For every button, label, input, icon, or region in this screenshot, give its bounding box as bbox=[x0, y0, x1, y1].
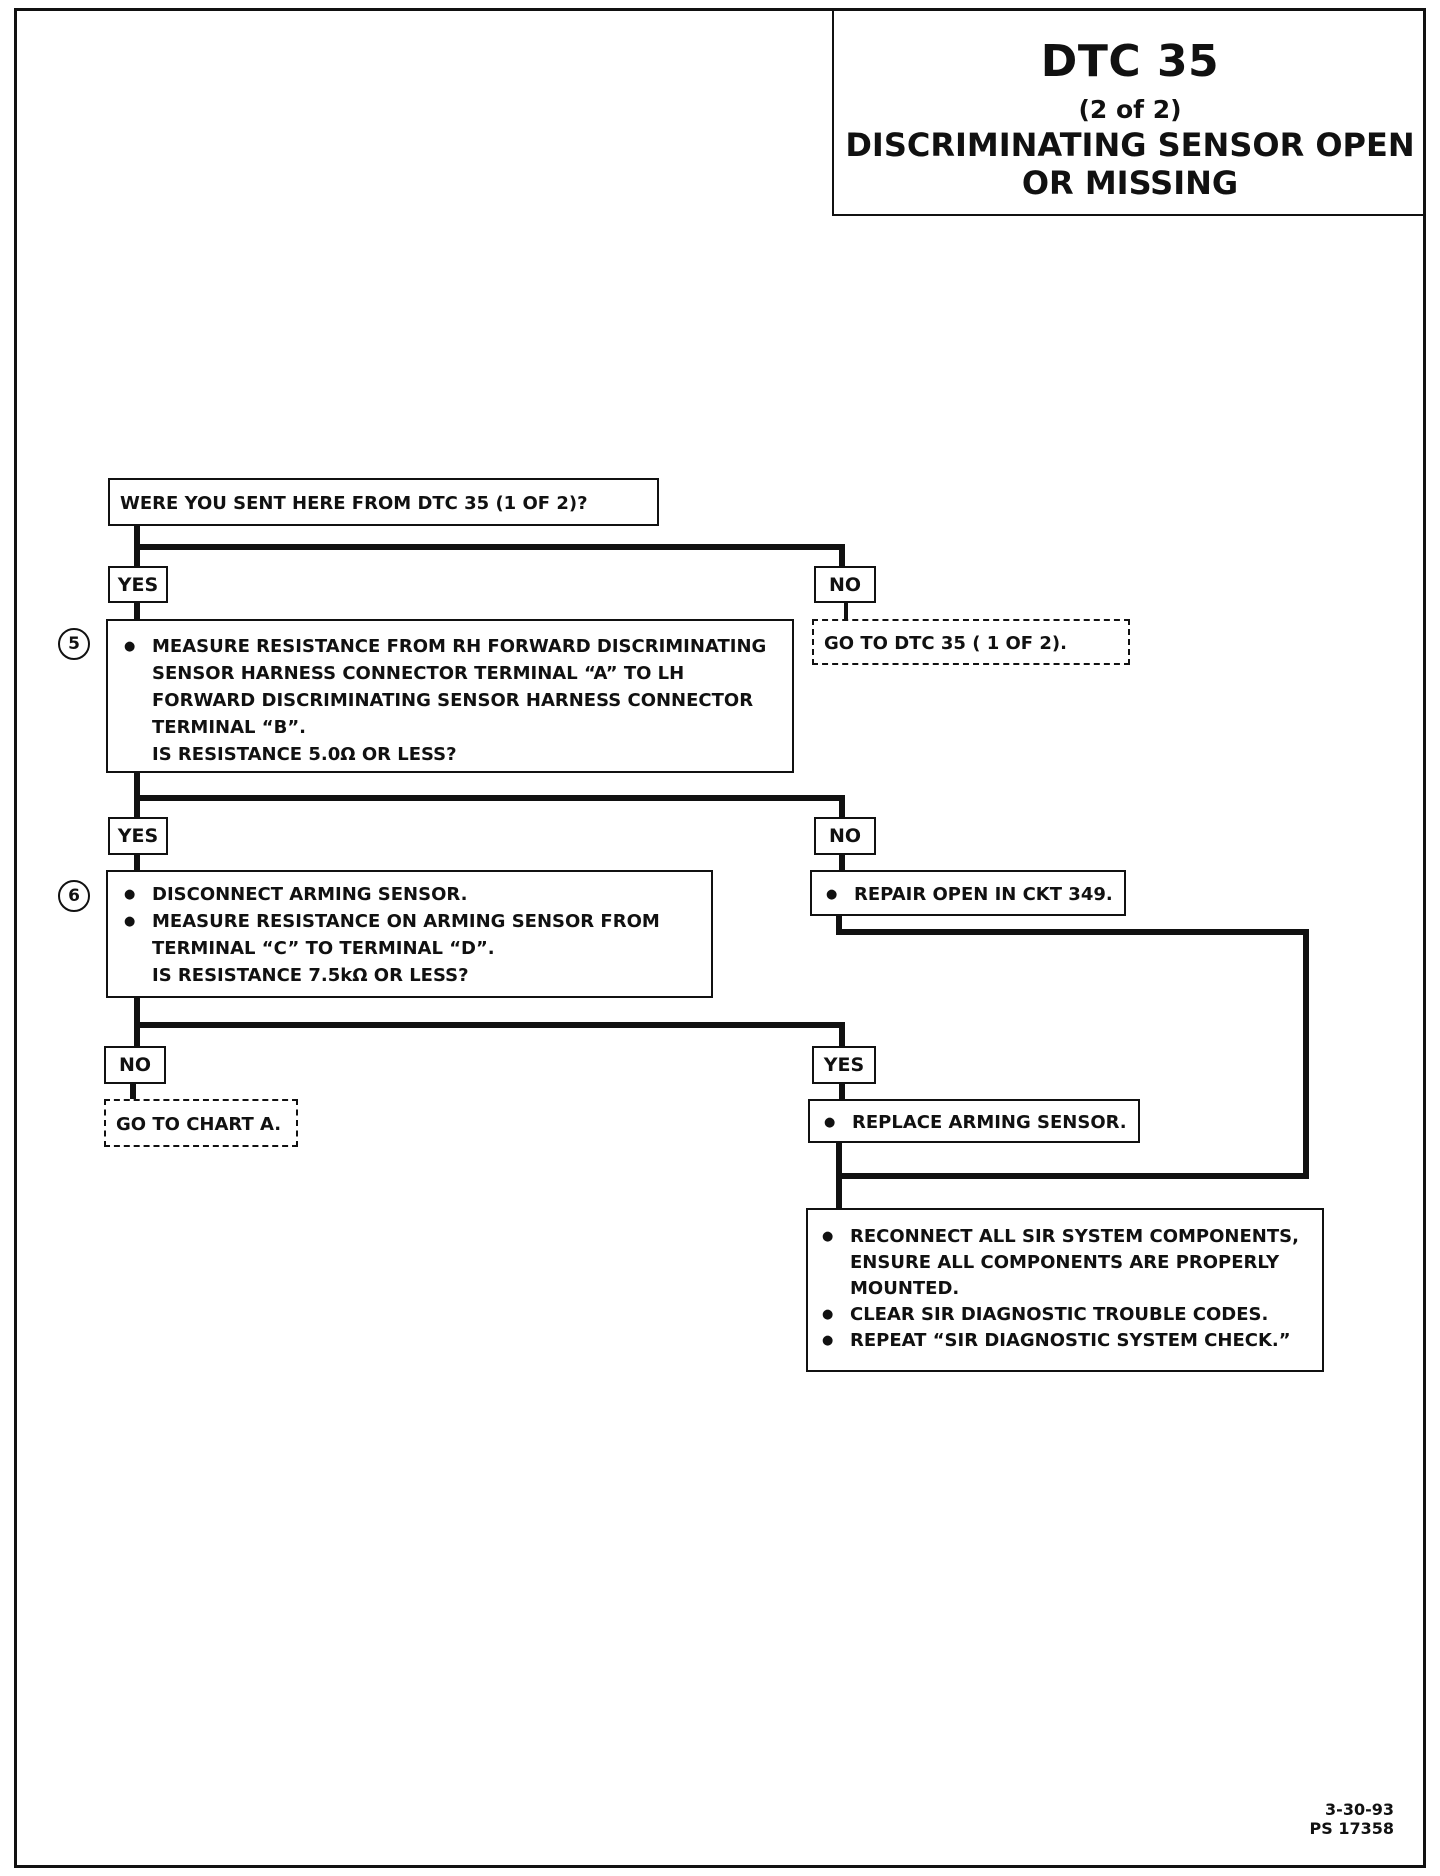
title-block: DTC 35 (2 of 2) DISCRIMINATING SENSOR OP… bbox=[832, 8, 1426, 216]
goto-dtc35-part1-box: GO TO DTC 35 ( 1 OF 2). bbox=[812, 619, 1130, 665]
goto-chart-a-box: GO TO CHART A. bbox=[104, 1099, 298, 1147]
connector bbox=[839, 544, 845, 566]
step-6-number: 6 bbox=[58, 880, 90, 912]
connector bbox=[134, 795, 845, 801]
connector bbox=[836, 915, 842, 935]
connector bbox=[844, 601, 848, 621]
branch3-no-label: NO bbox=[104, 1046, 166, 1084]
page-title: DTC 35 bbox=[1040, 36, 1220, 87]
connector bbox=[134, 854, 140, 872]
branch2-yes-label: YES bbox=[108, 817, 168, 855]
start-question-box: WERE YOU SENT HERE FROM DTC 35 (1 OF 2)? bbox=[108, 478, 659, 526]
branch2-no-label: NO bbox=[814, 817, 876, 855]
description-line-1: DISCRIMINATING SENSOR OPEN bbox=[845, 126, 1415, 164]
connector bbox=[839, 1022, 845, 1046]
step-5-box: MEASURE RESISTANCE FROM RH FORWARD DISCR… bbox=[106, 619, 794, 773]
page-description: DISCRIMINATING SENSOR OPEN OR MISSING bbox=[834, 126, 1426, 202]
step-6-instruction-2: MEASURE RESISTANCE ON ARMING SENSOR FROM… bbox=[116, 908, 699, 962]
goto-dtc35-part1-text: GO TO DTC 35 ( 1 OF 2). bbox=[824, 633, 1067, 654]
connector bbox=[130, 1083, 136, 1101]
replace-arming-sensor-text: REPLACE ARMING SENSOR. bbox=[816, 1109, 1138, 1136]
connector bbox=[134, 1022, 845, 1028]
step-5-number: 5 bbox=[58, 628, 90, 660]
connector bbox=[836, 1141, 842, 1210]
branch3-yes-label: YES bbox=[812, 1046, 876, 1084]
connector bbox=[836, 929, 1309, 935]
step-6-instruction-1: DISCONNECT ARMING SENSOR. bbox=[116, 881, 699, 908]
page-subtitle: (2 of 2) bbox=[1078, 95, 1182, 124]
final-action-repeat-check: REPEAT “SIR DIAGNOSTIC SYSTEM CHECK.” bbox=[814, 1328, 1308, 1354]
step-6-box: DISCONNECT ARMING SENSOR. MEASURE RESIST… bbox=[106, 870, 713, 998]
step-5-question: IS RESISTANCE 5.0Ω OR LESS? bbox=[152, 744, 457, 765]
final-actions-box: RECONNECT ALL SIR SYSTEM COMPONENTS, ENS… bbox=[806, 1208, 1324, 1372]
branch1-no-label: NO bbox=[814, 566, 876, 603]
footer-date: 3-30-93 bbox=[1325, 1800, 1394, 1819]
page-border bbox=[14, 8, 1426, 1868]
repair-open-text: REPAIR OPEN IN CKT 349. bbox=[818, 881, 1124, 908]
repair-open-box: REPAIR OPEN IN CKT 349. bbox=[810, 870, 1126, 916]
connector bbox=[839, 854, 845, 872]
connector bbox=[839, 1083, 845, 1101]
branch1-yes-label: YES bbox=[108, 566, 168, 603]
goto-chart-a-text: GO TO CHART A. bbox=[116, 1114, 282, 1135]
footer-code: PS 17358 bbox=[1309, 1819, 1394, 1838]
connector bbox=[839, 795, 845, 817]
start-question-text: WERE YOU SENT HERE FROM DTC 35 (1 OF 2)? bbox=[120, 493, 588, 514]
connector bbox=[134, 544, 845, 550]
footer-block: 3-30-93 PS 17358 bbox=[1310, 1800, 1394, 1838]
final-action-clear-codes: CLEAR SIR DIAGNOSTIC TROUBLE CODES. bbox=[814, 1302, 1308, 1328]
step-6-question: IS RESISTANCE 7.5kΩ OR LESS? bbox=[152, 965, 469, 986]
connector bbox=[836, 1173, 1309, 1179]
description-line-2: OR MISSING bbox=[1021, 164, 1239, 202]
final-action-reconnect: RECONNECT ALL SIR SYSTEM COMPONENTS, ENS… bbox=[814, 1224, 1308, 1302]
step-5-instruction: MEASURE RESISTANCE FROM RH FORWARD DISCR… bbox=[116, 633, 780, 741]
replace-arming-sensor-box: REPLACE ARMING SENSOR. bbox=[808, 1099, 1140, 1143]
connector bbox=[134, 601, 140, 621]
connector bbox=[1303, 929, 1309, 1179]
